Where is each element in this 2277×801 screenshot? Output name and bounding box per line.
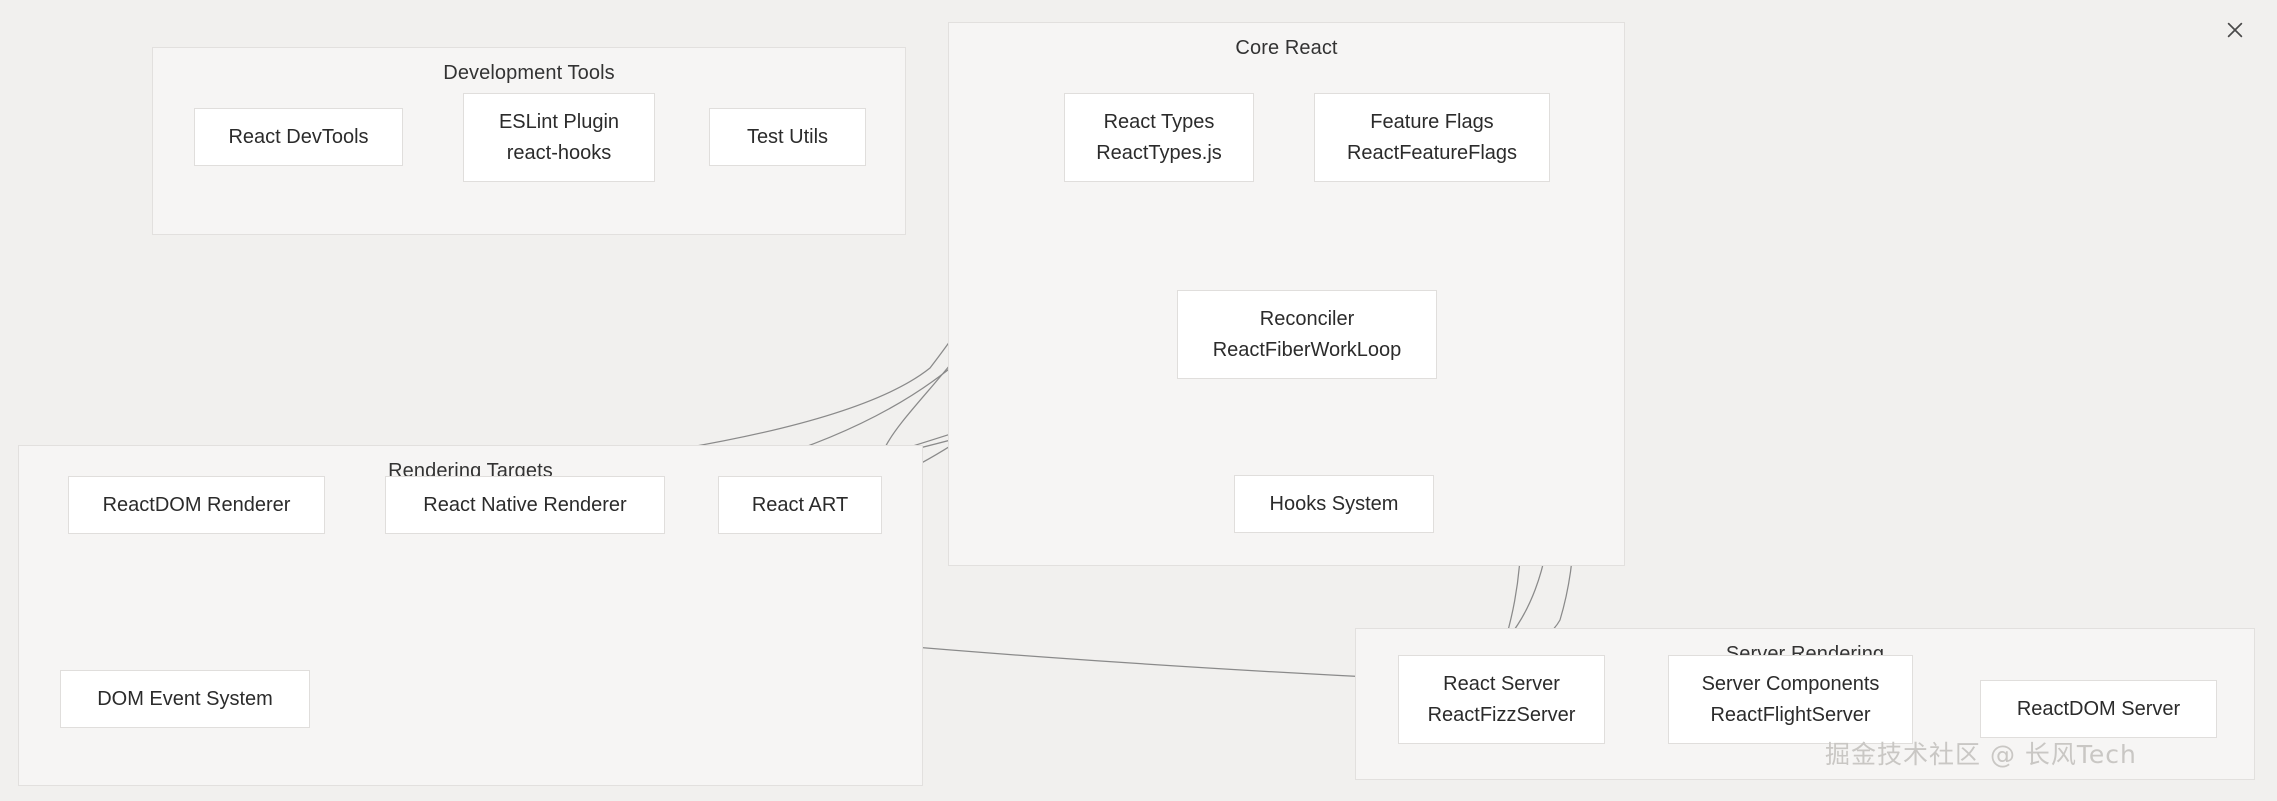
node-label-line1: React Native Renderer [423, 493, 627, 516]
node-react-native-renderer[interactable]: React Native Renderer [385, 476, 665, 534]
node-reactdom-server[interactable]: ReactDOM Server [1980, 680, 2217, 738]
node-test-utils[interactable]: Test Utils [709, 108, 866, 166]
node-label-line1: Feature Flags [1370, 111, 1494, 134]
node-label-line1: React ART [751, 493, 849, 516]
node-label-line1: DOM Event System [97, 687, 273, 710]
node-label-line2: ReactFlightServer [1710, 703, 1871, 726]
node-hooks-system[interactable]: Hooks System [1234, 475, 1434, 533]
node-label-line1: React DevTools [228, 125, 369, 148]
node-label-line1: Server Components [1701, 673, 1880, 696]
close-icon[interactable] [2218, 13, 2252, 47]
watermark-text: 掘金技术社区 @ 长风Tech [1825, 740, 2137, 769]
node-react-devtools[interactable]: React DevTools [194, 108, 403, 166]
cluster-title-core-react: Core React [1235, 37, 1338, 59]
node-label-line1: Test Utils [746, 125, 829, 148]
node-dom-event-system[interactable]: DOM Event System [60, 670, 310, 728]
node-label-line1: Reconciler [1259, 308, 1355, 331]
node-label-line1: React Server [1443, 673, 1560, 696]
node-eslint-plugin[interactable]: ESLint Plugin react-hooks [463, 93, 655, 182]
node-label-line2: react-hooks [506, 141, 612, 164]
node-label-line2: ReactTypes.js [1096, 141, 1222, 164]
node-label-line2: ReactFizzServer [1427, 703, 1576, 726]
node-label-line2: ReactFeatureFlags [1346, 141, 1518, 164]
node-label-line1: Hooks System [1269, 492, 1399, 515]
node-react-server[interactable]: React Server ReactFizzServer [1398, 655, 1605, 744]
node-feature-flags[interactable]: Feature Flags ReactFeatureFlags [1314, 93, 1550, 182]
node-label-line1: ReactDOM Renderer [102, 493, 291, 516]
node-server-components[interactable]: Server Components ReactFlightServer [1668, 655, 1913, 744]
node-label-line1: ReactDOM Server [2016, 697, 2181, 720]
node-label-line1: React Types [1103, 111, 1215, 134]
node-reactdom-renderer[interactable]: ReactDOM Renderer [68, 476, 325, 534]
node-label-line1: ESLint Plugin [498, 111, 620, 134]
node-react-art[interactable]: React ART [718, 476, 882, 534]
node-react-types[interactable]: React Types ReactTypes.js [1064, 93, 1254, 182]
cluster-title-development-tools: Development Tools [443, 62, 615, 84]
node-label-line2: ReactFiberWorkLoop [1212, 338, 1402, 361]
node-reconciler[interactable]: Reconciler ReactFiberWorkLoop [1177, 290, 1437, 379]
